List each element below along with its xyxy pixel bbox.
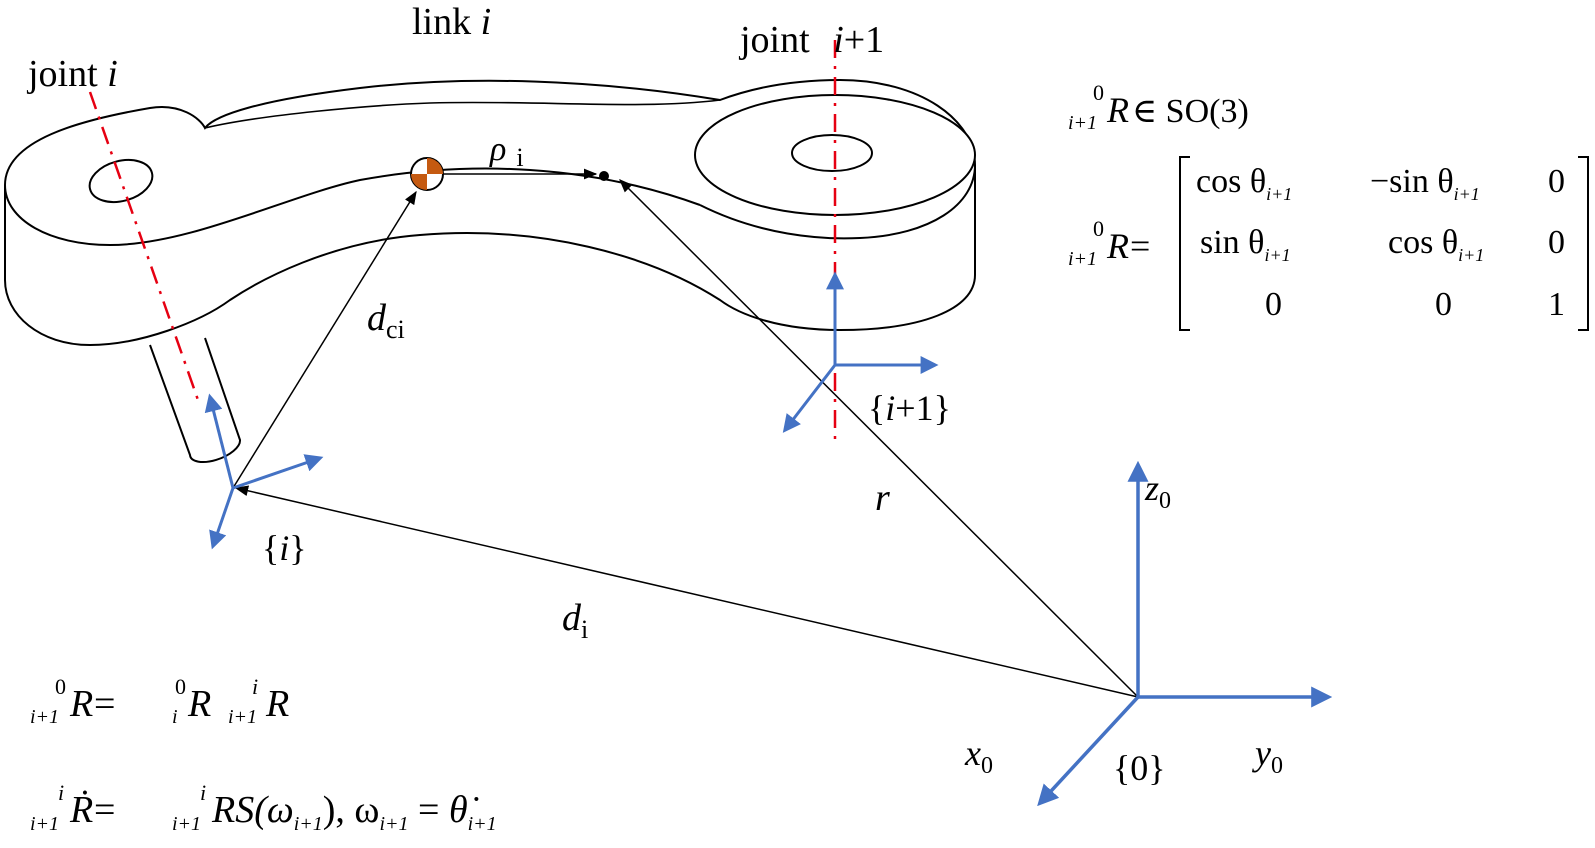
dci-vector (232, 190, 417, 489)
svg-text:Ṙ: Ṙ (69, 789, 93, 831)
svg-text:=: = (94, 789, 115, 831)
svg-text:0: 0 (55, 674, 66, 699)
svg-text:i: i (200, 780, 206, 805)
matrix-cell-2-3: 0 (1548, 224, 1565, 261)
matrix-cell-1-3: 0 (1548, 163, 1565, 200)
r-label: r (875, 477, 890, 519)
svg-text:i: i (252, 674, 258, 699)
rotation-matrix-equation: 0 i+1 R = cos θi+1 −sin θi+1 0 sin θi+1 … (1068, 156, 1589, 331)
z0-label: z0 (1144, 468, 1171, 514)
point-p (599, 171, 609, 181)
svg-text:R: R (69, 683, 93, 725)
matrix-cell-1-1: cos θi+1 (1196, 163, 1292, 204)
matrix-left-bracket (1179, 156, 1190, 331)
matrix-cell-3-1: 0 (1265, 286, 1282, 323)
r-vector (619, 179, 1139, 698)
svg-text:i: i (172, 706, 178, 728)
svg-text:0: 0 (1093, 80, 1104, 105)
svg-text:RS(ωi+1), ωi+1 = θ̇i+1: RS(ωi+1), ωi+1 = θ̇i+1 (211, 789, 497, 835)
x0-label: x0 (964, 733, 993, 779)
x0-axis (1037, 695, 1140, 807)
link-front-edge-right (699, 164, 976, 240)
vectors (232, 168, 1139, 698)
frame-0-axes (1037, 460, 1333, 807)
frame-i1-axes (782, 271, 939, 433)
link-i-label: link i (412, 1, 491, 43)
svg-text:∈ SO(3): ∈ SO(3) (1132, 93, 1249, 130)
svg-text:i+1: i+1 (228, 706, 257, 728)
matrix-cell-3-2: 0 (1435, 286, 1452, 323)
svg-text:R: R (265, 683, 289, 725)
joint-axes (88, 40, 837, 440)
svg-text:i: i (58, 780, 64, 805)
center-of-mass-icon (410, 157, 444, 191)
frame-0-label: {0} (1113, 748, 1166, 788)
svg-text:R: R (1106, 226, 1129, 266)
svg-text:=: = (1130, 226, 1150, 266)
matrix-cell-1-2: −sin θi+1 (1370, 163, 1480, 204)
joint-i-hole (88, 158, 154, 204)
svg-text:R: R (1106, 90, 1129, 130)
matrix-cell-3-3: 1 (1548, 286, 1565, 323)
dci-label: dci (367, 297, 405, 344)
svg-text:i+1: i+1 (172, 813, 201, 835)
svg-text:i+1: i+1 (30, 813, 59, 835)
joint-i-label: joint i (26, 53, 118, 95)
frame-i-axes (204, 393, 324, 550)
matrix-cell-2-1: sin θi+1 (1200, 224, 1291, 265)
svg-text:0: 0 (1093, 216, 1104, 241)
svg-text:i+1: i+1 (30, 706, 59, 728)
svg-text:0: 0 (175, 674, 186, 699)
link-body (4, 78, 976, 463)
joint-i-axis (88, 91, 200, 401)
di-label: di (562, 597, 588, 644)
link-front-edge-left (4, 167, 701, 247)
svg-text:i+1: i+1 (1068, 112, 1097, 134)
svg-text:i+1: i+1 (1068, 248, 1097, 270)
di-vector (234, 485, 1139, 698)
rotation-chain-equation: 0 i+1 R = 0 i R i i+1 R (30, 674, 289, 728)
rotation-derivative-equation: i i+1 Ṙ = i i+1 RS(ωi+1), ωi+1 = θ̇i+1 (30, 780, 497, 835)
y0-label: y0 (1252, 733, 1283, 779)
joint-i1-label: joint i+1 (738, 19, 884, 61)
joint-i1-hole (791, 134, 873, 172)
matrix-right-bracket (1578, 156, 1589, 331)
svg-text:=: = (94, 683, 115, 725)
joint-i-shaft (149, 337, 242, 463)
frame-i1-label: {i+1} (868, 388, 951, 428)
svg-text:R: R (187, 683, 211, 725)
matrix-cell-2-2: cos θi+1 (1388, 224, 1484, 265)
so3-equation: 0 i+1 R ∈ SO(3) (1068, 80, 1249, 134)
frame-i-label: {i} (262, 528, 307, 568)
